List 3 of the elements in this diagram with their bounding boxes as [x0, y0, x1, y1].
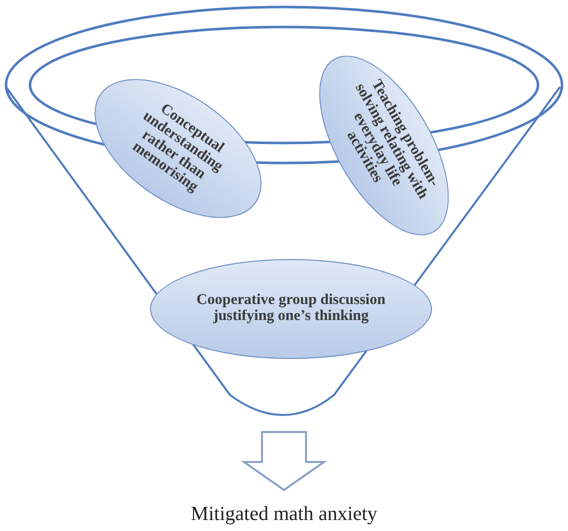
- node-text: Cooperative group discussion justifying one’s thinking: [196, 293, 386, 325]
- block-arrow: [240, 431, 328, 492]
- result-text: Mitigated math anxiety: [134, 500, 434, 528]
